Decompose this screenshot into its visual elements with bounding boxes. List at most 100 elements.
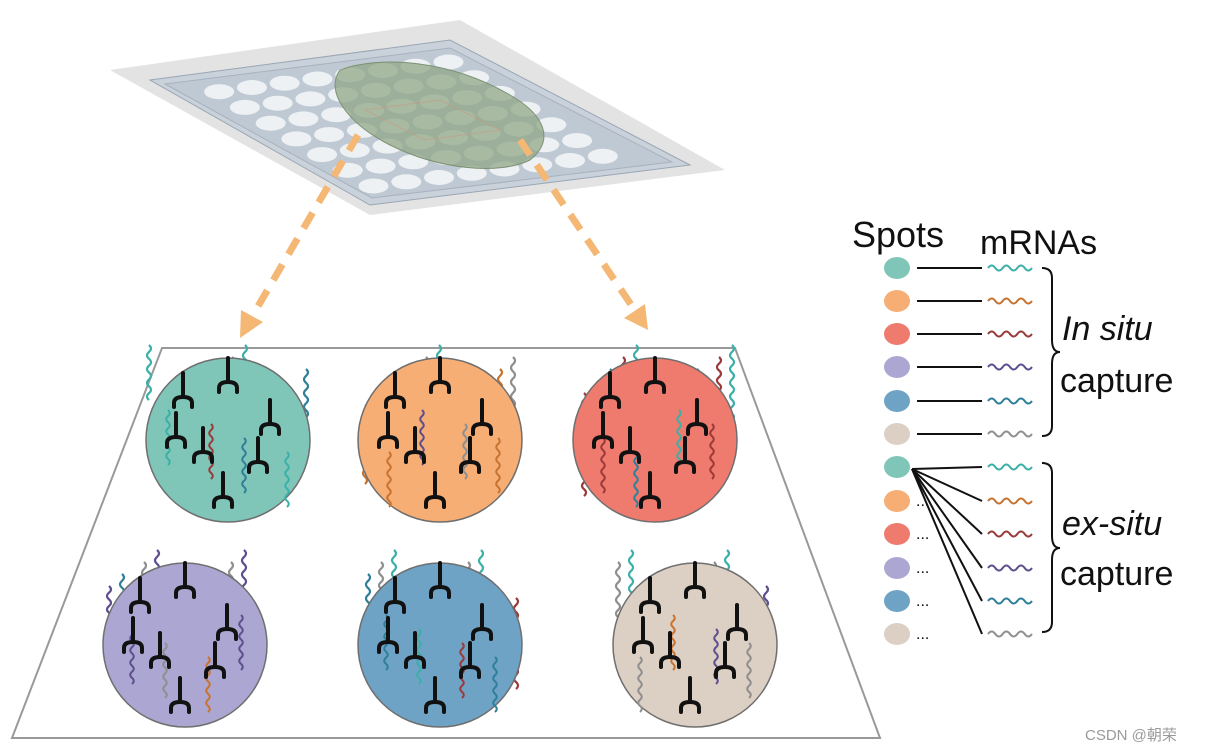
slide-spot <box>358 178 389 194</box>
legend-fan-link <box>911 468 983 635</box>
mrna-strand <box>670 614 676 671</box>
in-situ-capture-label: capture <box>1060 362 1173 400</box>
legend-mrna <box>987 264 1033 272</box>
mrna-strand <box>162 642 168 699</box>
legend-mrna <box>987 497 1033 505</box>
mrna-strand <box>241 437 247 494</box>
mrna-strand <box>709 423 715 480</box>
legend-spot-red <box>884 523 910 545</box>
legend-spot-orange <box>884 490 910 512</box>
zoom-arrow-left <box>246 133 362 322</box>
mrna-strand <box>614 561 622 618</box>
mrna-strand <box>238 614 244 671</box>
tissue-section <box>334 61 545 169</box>
legend-mrna <box>987 530 1033 538</box>
legend-fan-link <box>911 468 983 535</box>
slide-spot <box>204 84 235 100</box>
zoomed-slide-region <box>10 347 882 739</box>
legend-ellipsis: ... <box>916 593 929 610</box>
tissue-highlight <box>363 99 502 141</box>
slide-spot <box>281 131 312 147</box>
slide-spot <box>587 148 618 164</box>
legend-mrna <box>987 430 1033 438</box>
capture-slide <box>110 20 725 215</box>
spot-red <box>572 344 738 523</box>
zoom-arrowhead-right <box>624 304 648 330</box>
legend-spot-teal <box>884 257 910 279</box>
slide-spot <box>255 115 286 131</box>
slide-spot <box>295 91 326 107</box>
zoomed-spots <box>102 344 778 728</box>
slide-spot <box>365 158 396 174</box>
legend-spot-orange <box>884 290 910 312</box>
legend-mrna <box>987 363 1033 371</box>
zoom-arrows <box>240 133 648 338</box>
in-situ-label: In situ <box>1062 310 1153 348</box>
mrna-strand <box>208 423 214 480</box>
legend-ellipsis: ... <box>916 560 929 577</box>
zoom-arrowhead-left <box>240 310 263 338</box>
mrna-strand <box>145 344 153 401</box>
slide-spot <box>229 99 260 115</box>
mrna-strand <box>302 368 310 425</box>
legend-mrna <box>987 463 1033 471</box>
mrna-strand <box>495 437 501 494</box>
slide-spot <box>307 147 338 163</box>
spot-blue <box>357 549 523 728</box>
slide-spot <box>314 127 345 143</box>
in-situ-brace <box>1041 267 1061 437</box>
mrna-strand <box>386 451 392 508</box>
legend-fan-link <box>911 468 983 602</box>
slide-spot <box>321 107 352 123</box>
slide-spot <box>302 71 333 87</box>
legend-spot-lavender <box>884 356 910 378</box>
mrna-strand <box>637 656 643 713</box>
legend: Spots mRNAs ............... In situ capt… <box>852 214 1173 645</box>
legend-mrna <box>987 330 1033 338</box>
legend-mrna <box>987 297 1033 305</box>
slide-spot <box>288 111 319 127</box>
watermark: CSDN @朝荣 <box>1085 727 1177 744</box>
legend-spot-beige <box>884 623 910 645</box>
slide-spot <box>562 133 593 149</box>
zoom-arrow-right <box>517 138 639 314</box>
mrna-strand <box>205 656 211 713</box>
legend-spots-header: Spots <box>852 214 944 255</box>
legend-fan-link <box>911 466 983 470</box>
spot-orange <box>357 344 523 523</box>
mrna-strand <box>284 451 290 508</box>
mrna-strand <box>600 437 606 494</box>
slide-spot <box>536 117 567 133</box>
mrna-strand <box>746 642 752 699</box>
ex-situ-brace <box>1041 462 1061 633</box>
legend-spot-red <box>884 323 910 345</box>
legend-mrna <box>987 597 1033 605</box>
mrna-strand <box>676 409 682 466</box>
slide-spot <box>269 75 300 91</box>
slide-spot <box>237 80 267 95</box>
legend-mrna <box>987 564 1033 572</box>
legend-spot-blue <box>884 390 910 412</box>
mrna-strand <box>492 656 498 713</box>
spot-teal <box>145 344 311 523</box>
legend-mrna <box>987 397 1033 405</box>
spot-lavender <box>102 549 268 728</box>
legend-spot-beige <box>884 423 910 445</box>
legend-spot-blue <box>884 590 910 612</box>
slide-spot <box>424 170 454 185</box>
legend-ellipsis: ... <box>916 626 929 643</box>
slide-spot <box>433 54 464 70</box>
slide-spot <box>262 95 293 111</box>
legend-mrna <box>987 630 1033 638</box>
mrna-strand <box>462 423 468 480</box>
ex-situ-label: ex-situ <box>1062 505 1162 543</box>
legend-fan-link <box>911 468 983 502</box>
legend-rows: ............... <box>884 257 1033 645</box>
legend-mrnas-header: mRNAs <box>980 224 1097 262</box>
legend-spot-teal <box>884 456 910 478</box>
slide-spot <box>555 153 585 168</box>
slide-spot <box>456 165 487 181</box>
legend-fan-link <box>911 468 983 569</box>
spot-beige <box>612 549 778 728</box>
